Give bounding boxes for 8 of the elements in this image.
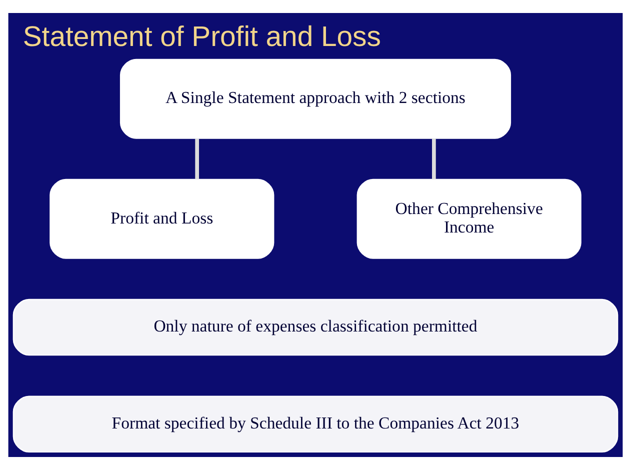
connector xyxy=(432,138,436,180)
node-box: Other Comprehensive Income xyxy=(356,178,582,259)
diagram-title: Statement of Profit and Loss xyxy=(22,21,381,54)
node-box: A Single Statement approach with 2 sections xyxy=(120,58,512,139)
node-box: Format specified by Schedule III to the Companies Act 2013 xyxy=(12,396,618,452)
connector xyxy=(195,138,200,180)
node-box: Profit and Loss xyxy=(50,178,274,259)
node-box: Only nature of expenses classification permitted xyxy=(12,298,618,356)
